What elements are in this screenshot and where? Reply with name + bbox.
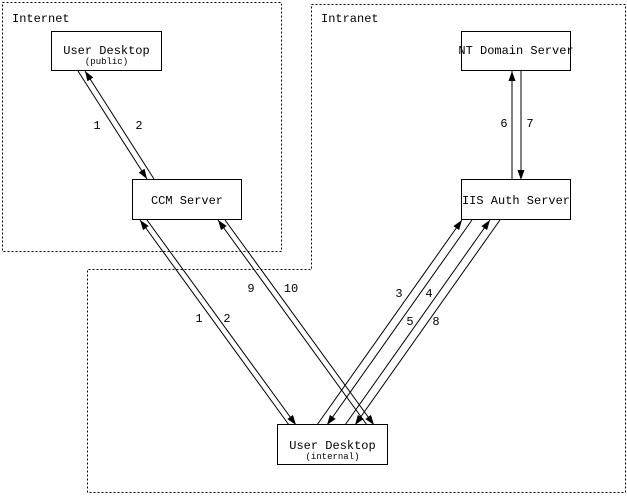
edge-label-public-ccm-2: 2 — [135, 119, 142, 133]
node-nt-domain-server-box — [461, 31, 571, 71]
node-user-desktop-internal-box — [277, 424, 388, 465]
node-user-desktop-public-box — [51, 31, 162, 71]
edge-5-internal-desktop-to-iis — [344, 219, 491, 426]
node-iis-auth-server-box — [461, 179, 571, 220]
edge-label-iis-nt-6: 6 — [500, 117, 507, 131]
edge-1-internal-desktop-to-ccm — [139, 219, 290, 426]
edge-label-public-ccm-1: 1 — [93, 119, 100, 133]
edge-2-ccm-to-public-desktop — [84, 70, 155, 180]
edge-3-internal-desktop-to-iis — [316, 219, 463, 426]
edge-label-internal-ccm-1: 1 — [195, 312, 202, 326]
edge-label-internal-ccm-10: 10 — [284, 282, 298, 296]
node-iis-auth-server-label: IIS Auth Server — [462, 194, 570, 208]
node-ccm-server-label: CCM Server — [151, 194, 223, 208]
edge-2-ccm-to-internal-desktop — [146, 219, 297, 426]
edge-9-internal-desktop-to-ccm — [217, 219, 368, 426]
node-user-desktop-internal-title: User Desktop — [289, 439, 375, 453]
edge-10-ccm-to-internal-desktop — [224, 219, 375, 426]
node-user-desktop-public-title: User Desktop — [63, 44, 149, 58]
zone-intranet-label: Intranet — [321, 12, 379, 26]
edge-label-internal-ccm-2: 2 — [223, 312, 230, 326]
edge-4-iis-to-internal-desktop — [326, 219, 473, 426]
edge-label-internal-iis-5: 5 — [406, 315, 413, 329]
node-nt-domain-server-label: NT Domain Server — [458, 44, 573, 58]
edge-label-internal-iis-8: 8 — [432, 315, 439, 329]
edge-label-internal-iis-4: 4 — [425, 287, 432, 301]
node-user-desktop-internal-subtitle: (internal) — [305, 452, 359, 462]
node-user-desktop-public-subtitle: (public) — [85, 57, 128, 67]
edge-label-internal-ccm-9: 9 — [247, 282, 254, 296]
edge-label-iis-nt-7: 7 — [526, 117, 533, 131]
zone-intranet-border — [87, 4, 626, 493]
edge-label-internal-iis-3: 3 — [395, 287, 402, 301]
node-ccm-server-box — [132, 179, 242, 220]
edge-8-iis-to-internal-desktop — [354, 219, 501, 426]
zone-internet-label: Internet — [12, 12, 70, 26]
edge-1-public-desktop-to-ccm — [77, 70, 148, 180]
